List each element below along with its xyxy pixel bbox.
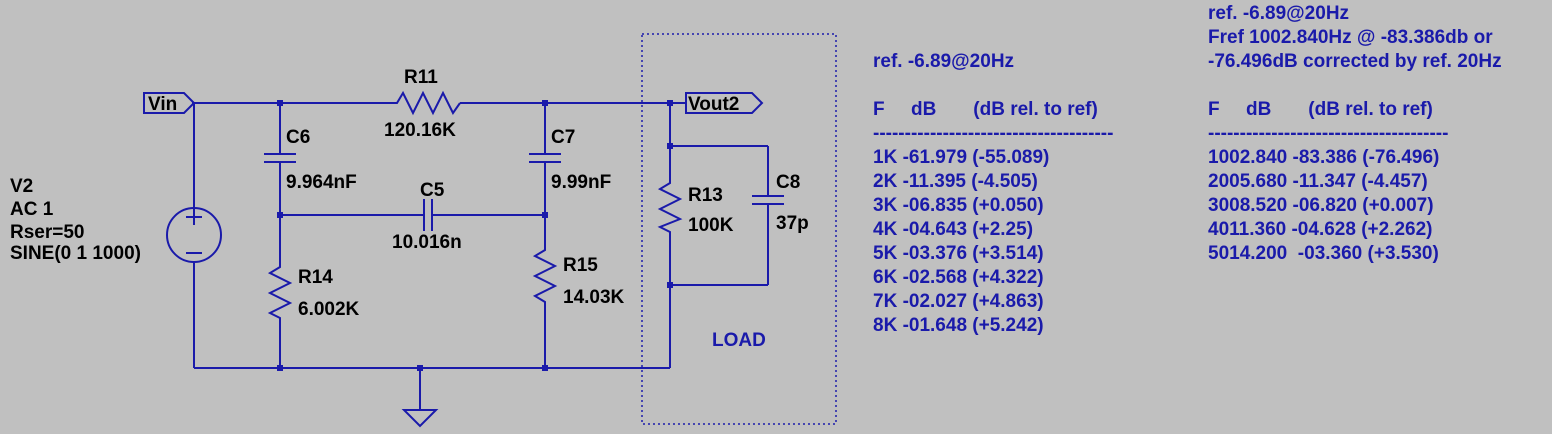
- c7-value: 9.99nF: [551, 172, 612, 193]
- port-vin-icon: [143, 92, 196, 114]
- r11-value: 120.16K: [384, 120, 456, 141]
- left-table-header: F dB (dB rel. to ref): [873, 99, 1098, 120]
- right-table-ref-line: -76.496dB corrected by ref. 20Hz: [1208, 51, 1502, 72]
- right-table-ref-line: ref. -6.89@20Hz: [1208, 3, 1350, 24]
- junction-dot: [417, 365, 423, 371]
- c6-name: C6: [286, 127, 311, 148]
- table-row: 4K -04.643 (+2.25): [873, 219, 1034, 240]
- source-rser-spec: Rser=50: [10, 222, 85, 243]
- table-row: 3K -06.835 (+0.050): [873, 195, 1044, 216]
- capacitor-c7-icon: [529, 153, 561, 163]
- junction-dot: [277, 365, 283, 371]
- table-row: 5K -03.376 (+3.514): [873, 243, 1044, 264]
- r13-value: 100K: [688, 215, 734, 236]
- junction-dot: [667, 100, 673, 106]
- table-row: 2005.680 -11.347 (-4.457): [1208, 171, 1428, 192]
- table-row: 4011.360 -04.628 (+2.262): [1208, 219, 1433, 240]
- capacitor-c5-icon: [423, 199, 433, 231]
- load-label: LOAD: [712, 330, 766, 351]
- load-boundary-box: [641, 33, 837, 425]
- left-table-rule: --------------------------------------: [873, 123, 1114, 144]
- left-table-ref: ref. -6.89@20Hz: [873, 51, 1015, 72]
- table-row: 8K -01.648 (+5.242): [873, 315, 1044, 336]
- junction-dot: [277, 100, 283, 106]
- ground-icon: [401, 409, 439, 428]
- table-row: 3008.520 -06.820 (+0.007): [1208, 195, 1434, 216]
- c8-value: 37p: [776, 213, 809, 234]
- junction-dots: [277, 100, 673, 371]
- table-row: 2K -11.395 (-4.505): [873, 171, 1038, 192]
- net-label-vin: Vin: [148, 94, 177, 115]
- r11-name: R11: [404, 67, 438, 88]
- left-table-rows: 1K -61.979 (-55.089) 2K -11.395 (-4.505)…: [873, 146, 1049, 338]
- voltage-source-icon: [166, 207, 222, 263]
- junction-dot: [667, 143, 673, 149]
- source-ac-spec: AC 1: [10, 199, 54, 220]
- net-label-vout2: Vout2: [688, 94, 739, 115]
- port-vout2-icon: [685, 92, 764, 114]
- junction-dot: [542, 100, 548, 106]
- table-row: 7K -02.027 (+4.863): [873, 291, 1044, 312]
- right-table-header: F dB (dB rel. to ref): [1208, 99, 1433, 120]
- r14-name: R14: [298, 267, 333, 288]
- table-row: 1K -61.979 (-55.089): [873, 147, 1050, 168]
- resistor-r11-icon: [390, 90, 461, 116]
- resistor-r14-icon: [267, 262, 293, 320]
- r15-name: R15: [563, 255, 598, 276]
- right-table-ref-block: ref. -6.89@20Hz Fref 1002.840Hz @ -83.38…: [1208, 2, 1502, 74]
- junction-dot: [667, 282, 673, 288]
- junction-dot: [542, 365, 548, 371]
- c6-value: 9.964nF: [286, 172, 357, 193]
- capacitor-c6-icon: [264, 153, 296, 163]
- r15-value: 14.03K: [563, 287, 625, 308]
- source-name: V2: [10, 176, 34, 197]
- table-row: 6K -02.568 (+4.322): [873, 267, 1044, 288]
- right-table-ref-line: Fref 1002.840Hz @ -83.386db or: [1208, 27, 1493, 48]
- table-row: 5014.200 -03.360 (+3.530): [1208, 243, 1439, 264]
- c8-name: C8: [776, 172, 801, 193]
- table-row: 1002.840 -83.386 (-76.496): [1208, 147, 1440, 168]
- right-table-rule: --------------------------------------: [1208, 123, 1449, 144]
- junction-dot: [542, 212, 548, 218]
- c5-name: C5: [420, 180, 445, 201]
- resistor-r15-icon: [532, 245, 558, 305]
- r13-name: R13: [688, 185, 723, 206]
- c5-value: 10.016n: [392, 232, 462, 253]
- c7-name: C7: [551, 127, 576, 148]
- resistor-r13-icon: [657, 178, 683, 235]
- r14-value: 6.002K: [298, 299, 360, 320]
- capacitor-c8-icon: [752, 195, 784, 205]
- source-sine-spec: SINE(0 1 1000): [10, 243, 141, 264]
- junction-dot: [277, 212, 283, 218]
- right-table-rows: 1002.840 -83.386 (-76.496) 2005.680 -11.…: [1208, 146, 1439, 266]
